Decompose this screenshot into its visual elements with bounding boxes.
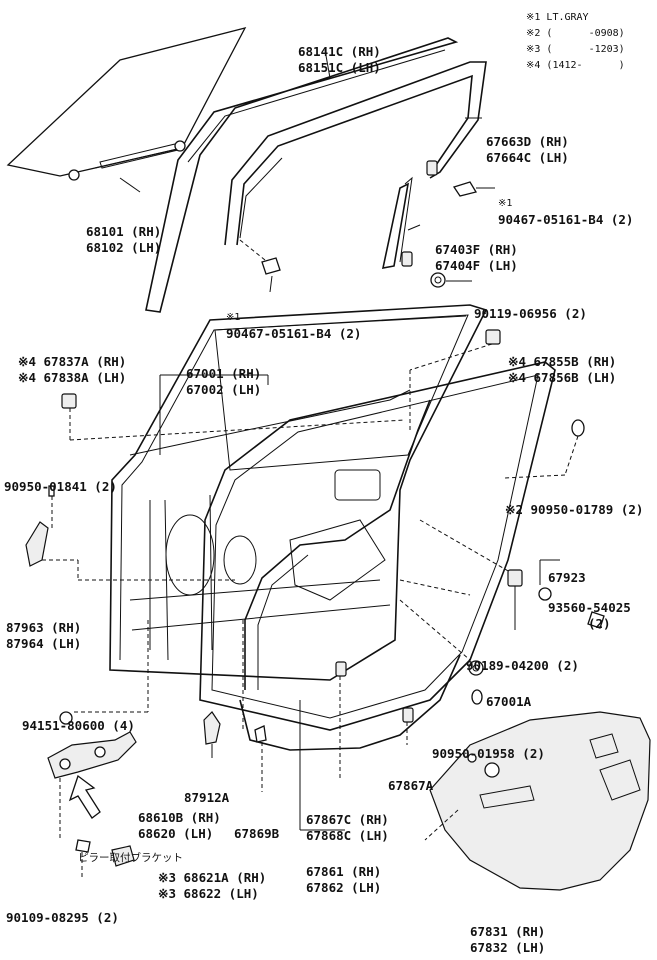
stopper-icon (111, 845, 135, 867)
service-hole (165, 514, 215, 596)
callout-door-panel: 67001 (RH)67002 (LH) (186, 366, 262, 397)
callout-glass: 68101 (RH)68102 (LH) (86, 224, 162, 255)
callout-plug-right: ※2 90950-01789 (2) (505, 502, 644, 517)
callout-channel: 67403F (RH)67404F (LH) (435, 242, 518, 273)
service-hole (223, 535, 257, 585)
glass-bolt-icon (68, 169, 80, 181)
callout-stopper: ※3 68621A (RH)※3 68622 (LH) (158, 870, 267, 901)
callout-seal-main: 67861 (RH)67862 (LH) (306, 864, 382, 895)
door-seal-outer (199, 361, 556, 731)
plug-right-icon (571, 419, 585, 437)
callout-clip-bottom: 67869B (234, 826, 280, 841)
callout-bolt-top: 90119-06956 (2) (474, 306, 587, 321)
channel-clip (401, 251, 413, 267)
pad-icon (203, 711, 221, 745)
glass-channel (381, 182, 410, 270)
panel-clip-upper-left (61, 393, 77, 409)
door-seal-main (244, 399, 431, 690)
clip-left-icon (261, 257, 281, 275)
clip-lower-right-icon (402, 707, 414, 723)
door-glass (6, 27, 247, 177)
callout-weather-strip-upper: 67663D (RH)67664C (LH) (486, 134, 569, 165)
hinge-bolt-icon (538, 587, 552, 601)
callout-plug-bottom: 90950-01958 (2) (432, 746, 545, 761)
cover-left-icon (25, 521, 49, 567)
plug-bottom-icon (471, 689, 483, 705)
callout-hinge-group: 67923 (548, 570, 586, 585)
callout-bolt-lower: 94151-80600 (4) (22, 718, 135, 733)
hinge-bracket-icon (507, 569, 523, 587)
glass-run-outer (145, 37, 459, 313)
figure-id: 675961F (594, 938, 636, 960)
callout-hinge-screw: 90189-04200 (2) (466, 658, 579, 673)
callout-grommet: 67001A (486, 694, 532, 709)
clip-top-icon (452, 181, 478, 197)
door-frame-upper (224, 61, 487, 246)
arrow-icon (68, 774, 101, 819)
callout-hinge-bolt: 93560-54025(2) (548, 600, 631, 631)
callout-run-outer: 68141C (RH)68151C (LH) (298, 44, 381, 75)
legend-line-2: ※2 ( -0908) (526, 28, 625, 39)
panel-clip-upper-right (485, 329, 501, 345)
door-inner-panel (109, 304, 488, 681)
bolt-top-icon (430, 272, 446, 288)
callout-pad: 87912A (184, 790, 230, 805)
callout-trim-board: 67831 (RH)67832 (LH) (470, 924, 546, 955)
service-hole (289, 519, 386, 601)
hinge-screw-icon (587, 611, 605, 629)
callout-screw-bottom: 90109-08295 (2) (6, 910, 119, 925)
callout-pillar-bracket-note: ピラー取付ブラケット (78, 852, 183, 864)
bolt-lower-icon (59, 711, 73, 725)
callout-plug-left: 90950-01841 (2) (4, 479, 117, 494)
callout-clip-lower-right: 67867A (388, 778, 434, 793)
callout-cover-left: 87963 (RH)87964 (LH) (6, 620, 82, 651)
legend-line-4: ※4 (1412- ) (526, 60, 625, 71)
callout-weather-strip-door: 67867C (RH)67868C (LH) (306, 812, 389, 843)
callout-panel-upper-left: ※4 67837A (RH)※4 67838A (LH) (18, 354, 127, 385)
glass-bolt-icon (174, 140, 186, 152)
screw-bottom-icon (75, 839, 91, 853)
clip-center-icon (335, 661, 347, 677)
clip-bottom-icon (254, 725, 267, 743)
legend-line-1: ※1 LT.GRAY (526, 12, 589, 23)
callout-panel-upper-right: ※4 67855B (RH)※4 67856B (LH) (508, 354, 617, 385)
legend-line-3: ※3 ( -1203) (526, 44, 625, 55)
frame-clip (426, 160, 438, 176)
grommet-icon (468, 660, 484, 676)
callout-bracket: 68610B (RH)68620 (LH) (138, 810, 221, 841)
